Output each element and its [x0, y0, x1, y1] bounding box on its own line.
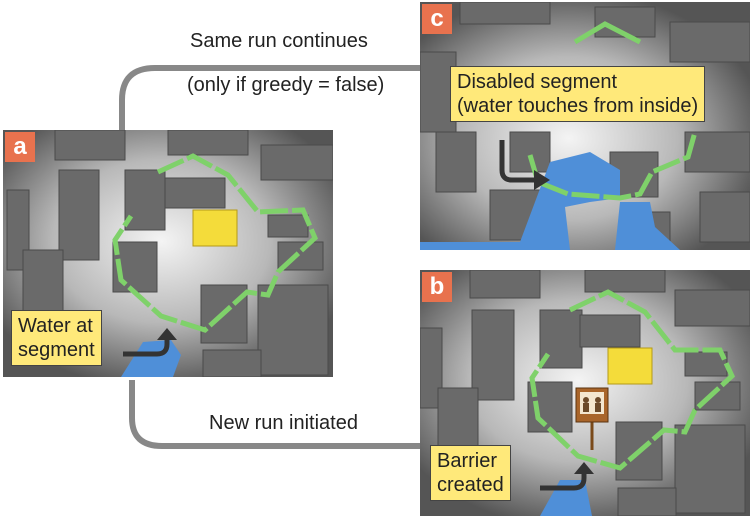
segment-ring [112, 153, 318, 333]
connector-top [119, 65, 420, 130]
panel-a-callout: Water at segment [11, 310, 102, 366]
panel-c: c Disabled segment (water touches from i… [420, 2, 750, 250]
panel-c-scene [420, 2, 750, 250]
arrow-icon [499, 140, 550, 190]
panel-b-callout: Barrier created [430, 445, 511, 501]
panel-a: a Water at segment [3, 130, 333, 377]
barrier-sign-icon [575, 387, 609, 450]
connector-bottom [129, 380, 420, 449]
connector-top-label-1: Same run continues [190, 30, 368, 52]
panel-b-badge: b [422, 272, 452, 302]
arrow-icon [123, 328, 177, 357]
panel-c-badge: c [422, 4, 452, 34]
connector-bottom-label: New run initiated [209, 412, 358, 434]
panel-b: b Barrier created [420, 270, 750, 516]
panel-a-badge: a [5, 132, 35, 162]
panel-c-callout: Disabled segment (water touches from ins… [450, 66, 706, 122]
connector-top-label-2: (only if greedy = false) [187, 74, 385, 96]
arrow-icon [540, 462, 594, 491]
segment-ring-b [529, 289, 736, 471]
panel-a-scene [3, 130, 333, 377]
